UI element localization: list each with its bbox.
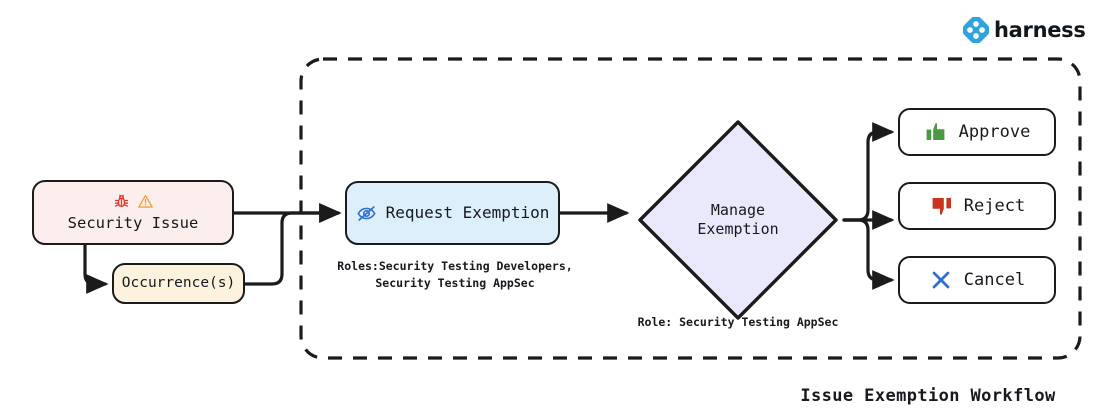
node-cancel[interactable]: Cancel: [898, 256, 1056, 304]
warning-triangle-icon: [137, 195, 153, 209]
thumbs-down-icon: [932, 198, 951, 215]
bug-icon: [114, 194, 128, 208]
edge-manage-exemption-to-cancel: [842, 218, 895, 290]
node-cancel-label: Cancel: [963, 269, 1026, 290]
edge-occurrences-to-request-exemption: [243, 203, 342, 286]
eye-off-icon: [357, 205, 376, 221]
node-request-exemption-label: Request Exemption: [385, 202, 550, 222]
harness-logo-icon: [963, 17, 989, 43]
node-security-issue-label: Security Issue: [67, 213, 199, 232]
harness-brand-logo: harness: [963, 17, 1086, 43]
node-manage-exemption[interactable]: Manage Exemption: [632, 114, 844, 326]
node-approve[interactable]: Approve: [898, 108, 1056, 156]
dashed-boundary: [299, 57, 1082, 360]
diamond-shape: [632, 114, 844, 326]
thumbs-up-icon: [926, 123, 945, 140]
manage-exemption-role-caption: Role: Security Testing AppSec: [637, 315, 839, 329]
close-x-icon: [932, 271, 950, 289]
node-request-exemption[interactable]: Request Exemption: [345, 181, 560, 245]
request-exemption-roles-caption: Roles:Security Testing Developers, Secur…: [337, 259, 573, 290]
brand-name: harness: [994, 17, 1086, 42]
security-issue-icons: [113, 193, 154, 211]
node-reject-label: Reject: [963, 195, 1026, 216]
node-occurrences[interactable]: Occurrence(s): [112, 263, 245, 304]
node-manage-exemption-label: Manage Exemption: [697, 200, 779, 239]
edge-security-issue-to-occurrences: [83, 243, 109, 294]
node-approve-label: Approve: [958, 121, 1031, 142]
workflow-title: Issue Exemption Workflow: [800, 386, 1056, 406]
edge-manage-exemption-to-approve: [842, 122, 895, 222]
node-security-issue[interactable]: Security Issue: [32, 180, 234, 245]
node-occurrences-label: Occurrence(s): [121, 274, 236, 291]
node-reject[interactable]: Reject: [898, 182, 1056, 230]
